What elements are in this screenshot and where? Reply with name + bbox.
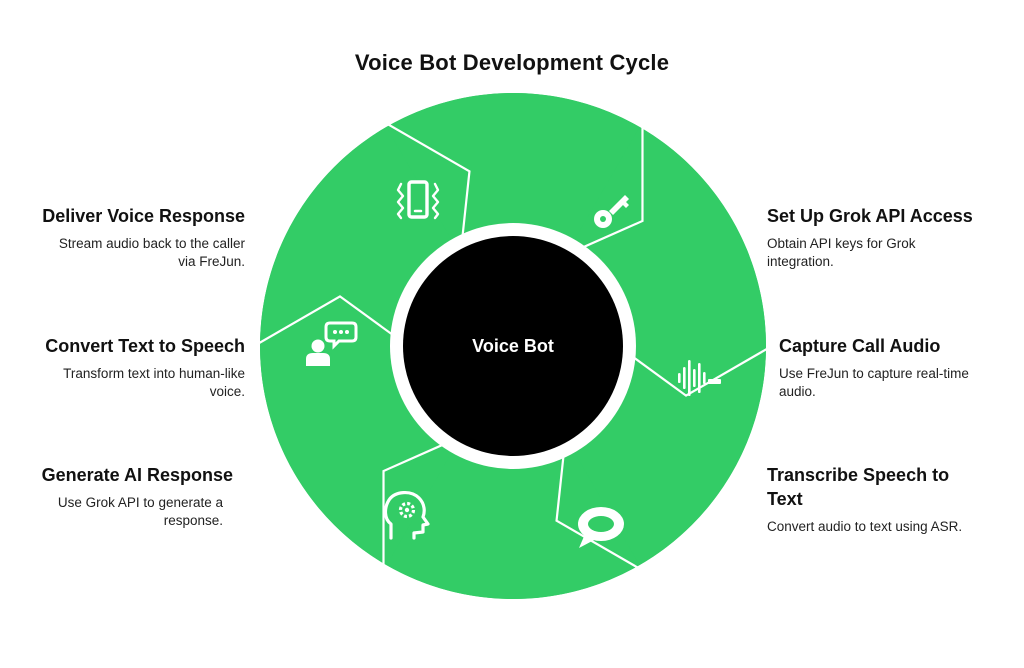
speaking-person-icon — [306, 321, 358, 366]
step-title: Transcribe Speech to Text — [767, 465, 950, 509]
step-transcribe: Transcribe Speech to Text Convert audio … — [767, 463, 982, 536]
segment-divider — [617, 345, 773, 397]
hub — [403, 236, 623, 456]
segment-divider — [253, 295, 409, 347]
step-description: Use Grok API to generate a response. — [57, 495, 223, 528]
step-title: Deliver Voice Response — [42, 206, 245, 226]
step-title: Capture Call Audio — [779, 336, 941, 356]
step-text-to-speech: Convert Text to Speech Transform text in… — [15, 334, 245, 401]
step-generate-response: Generate AI Response Use Grok API to gen… — [3, 463, 233, 530]
segment-divider — [565, 121, 644, 257]
step-description: Transform text into human-like voice. — [63, 366, 245, 399]
ring-segment-transcribe — [386, 436, 640, 599]
step-description: Stream audio back to the caller via FreJ… — [58, 236, 245, 269]
step-description: Convert audio to text using ASR. — [767, 519, 963, 534]
segment-divider — [555, 436, 644, 572]
diagram-title: Voice Bot Development Cycle — [354, 50, 670, 75]
key-icon — [594, 195, 629, 228]
brain-gear-icon — [383, 491, 430, 540]
step-title: Convert Text to Speech — [45, 336, 245, 356]
step-set-up-api: Set Up Grok API Access Obtain API keys f… — [767, 204, 997, 271]
speech-bubble-icon — [578, 507, 624, 548]
hub-label: Voice Bot — [472, 336, 554, 356]
ring-segment-deliver-response — [386, 93, 640, 256]
step-description: Obtain API keys for Grok integration. — [767, 236, 916, 269]
step-deliver-response: Deliver Voice Response Stream audio back… — [15, 204, 245, 271]
step-title: Generate AI Response — [41, 465, 233, 485]
segment-divider — [382, 435, 461, 571]
step-title: Set Up Grok API Access — [767, 206, 973, 226]
step-capture-audio: Capture Call Audio Use FreJun to capture… — [779, 334, 1009, 401]
sound-wave-icon — [678, 360, 721, 396]
vibrating-phone-icon — [396, 180, 440, 220]
segment-divider — [382, 120, 471, 256]
step-description: Use FreJun to capture real-time audio. — [779, 366, 969, 399]
